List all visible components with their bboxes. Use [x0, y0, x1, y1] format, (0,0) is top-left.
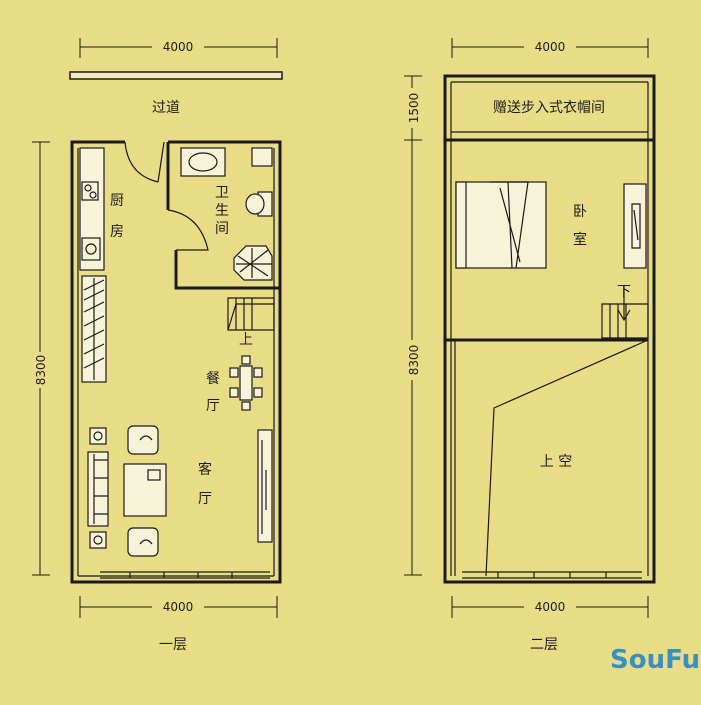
dining-chair	[253, 387, 263, 398]
armchair	[127, 425, 159, 455]
bedroom-label-1: 卧	[573, 204, 587, 220]
floor2-plan: 4000 1500 8300 赠送步入式衣帽间 卧 室	[404, 38, 656, 653]
tv-screen	[261, 440, 267, 534]
wardrobe	[623, 183, 647, 269]
floor1-outer-wall	[70, 140, 282, 584]
floor1-plan: 4000 4000 过道 8300	[32, 38, 283, 653]
corridor-label: 过道	[152, 100, 180, 116]
floor1-dim-left-label: 8300	[34, 355, 48, 386]
sink-basin	[188, 152, 218, 172]
floor2-stairs	[601, 303, 649, 339]
dim-label-backing	[152, 40, 204, 54]
bathroom-wall-bottom	[174, 250, 280, 290]
floor2-outer-wall	[443, 74, 656, 584]
kitchen-label-1: 厨	[110, 193, 124, 209]
armchair	[127, 527, 159, 557]
dining-chair	[241, 355, 251, 365]
living-label-2: 厅	[198, 491, 212, 507]
void-label: 上 空	[540, 454, 572, 470]
kitchen-label-2: 房	[110, 224, 124, 240]
coffee-table-item	[147, 469, 161, 481]
sofa	[87, 451, 109, 527]
stairs-up-label: 上	[239, 332, 253, 348]
entry-door-leaf	[157, 141, 165, 183]
dining-chair	[229, 387, 239, 398]
floor1-dim-bottom-label: 4000	[163, 600, 194, 614]
bathroom-label-1: 卫	[215, 185, 229, 201]
bathroom-label-2: 生	[215, 203, 229, 219]
floor1-window	[100, 571, 270, 579]
dining-label-1: 餐	[206, 371, 220, 387]
corridor-wall	[69, 71, 283, 80]
floor1-stairs	[227, 297, 275, 331]
floor1-dim-top-text: 4000	[163, 40, 194, 54]
floor2-dim-bottom-label: 4000	[535, 600, 566, 614]
dining-chair	[241, 401, 251, 411]
bed	[455, 181, 547, 269]
floor2-dim-left: 1500 8300	[404, 75, 422, 576]
entry-door-swing	[124, 141, 159, 183]
living-label-1: 客	[198, 461, 212, 478]
kitchen-sink	[81, 237, 101, 261]
side-table	[89, 531, 107, 549]
floor2-caption: 二层	[530, 637, 558, 653]
stove	[81, 181, 99, 201]
void-outline	[454, 339, 649, 577]
dining-label-2: 厅	[206, 398, 220, 414]
stairs-down-label: 下	[617, 284, 631, 300]
floor2-window	[462, 571, 642, 579]
floor2-dim-left-label: 8300	[407, 345, 421, 376]
watermark-logo: SouFun	[610, 645, 701, 675]
floor1-dim-bottom: 4000	[79, 596, 278, 618]
bathroom-door-swing	[167, 209, 209, 251]
floor1-caption: 一层	[159, 637, 187, 653]
floor1-dim-left: 8300	[32, 141, 50, 576]
cabinet-hatching	[83, 278, 105, 380]
toilet-bowl	[245, 193, 265, 215]
dining-table	[239, 365, 253, 401]
floor2-dim-top: 4000	[451, 38, 649, 58]
bathroom-label-3: 间	[215, 221, 229, 237]
bed-headboard	[455, 181, 467, 269]
bedroom-label-2: 室	[573, 231, 587, 248]
stairs-down-arrow	[617, 286, 631, 322]
bed-blanket	[490, 181, 529, 269]
wardrobe-detail	[631, 203, 641, 249]
bathroom-cabinet	[251, 147, 273, 167]
floor2-dim-bottom: 4000	[451, 596, 649, 618]
floor2-dim-left-top-label: 1500	[407, 93, 421, 124]
side-table	[89, 427, 107, 445]
dining-chair	[229, 367, 239, 378]
dining-chair	[253, 367, 263, 378]
floor2-dim-top-label: 4000	[535, 40, 566, 54]
shower-grid	[236, 248, 272, 278]
closet-label: 赠送步入式衣帽间	[493, 100, 605, 116]
tv-cabinet	[257, 429, 273, 543]
